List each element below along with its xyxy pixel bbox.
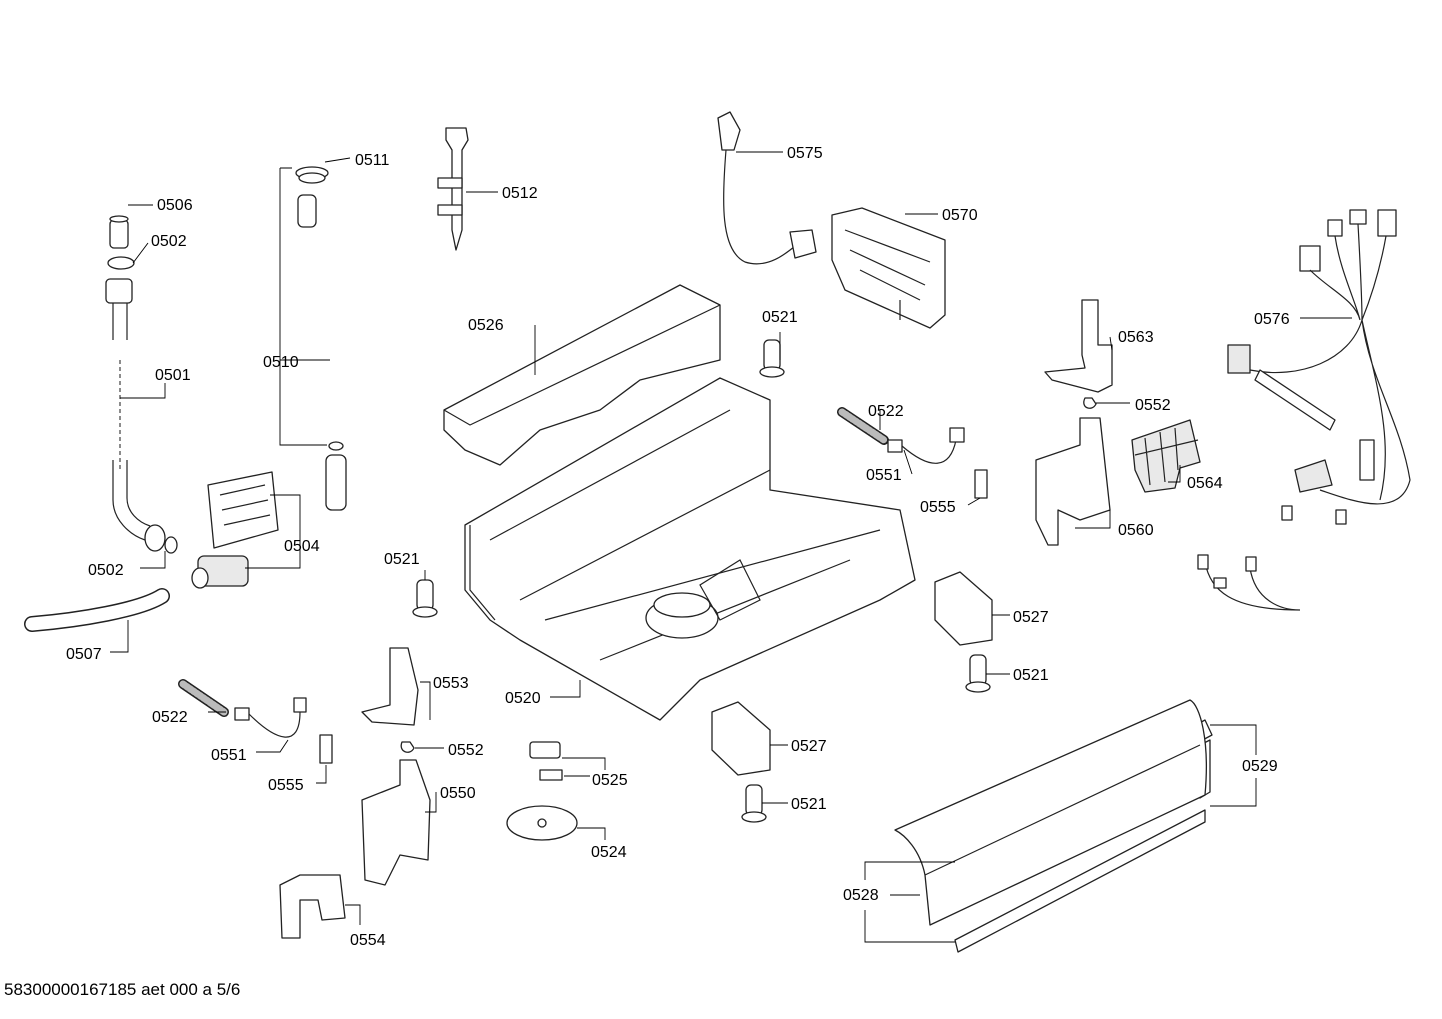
part-0520-base-frame bbox=[464, 377, 916, 721]
part-0521-foot-c bbox=[965, 654, 991, 693]
part-0504-valve bbox=[191, 555, 249, 589]
callout-0554: 0554 bbox=[350, 932, 386, 949]
part-0510-drain-hose bbox=[297, 194, 430, 526]
callout-0510: 0510 bbox=[263, 354, 299, 371]
callout-0560: 0560 bbox=[1118, 522, 1154, 539]
callout-0502-bottom: 0502 bbox=[88, 562, 124, 579]
part-0528-plinth bbox=[894, 699, 1207, 953]
callout-0502-top: 0502 bbox=[151, 233, 187, 250]
part-0527-corner-a bbox=[934, 571, 993, 646]
part-0521-foot-a bbox=[759, 339, 785, 378]
part-0575-power-cord bbox=[717, 111, 817, 265]
part-0525-clip bbox=[539, 769, 563, 781]
callout-0521-right: 0521 bbox=[1013, 667, 1049, 684]
part-0554-cover bbox=[279, 874, 346, 939]
callout-0527-right: 0527 bbox=[1013, 609, 1049, 626]
callout-0501: 0501 bbox=[155, 367, 191, 384]
callout-0504: 0504 bbox=[284, 538, 320, 555]
part-0553-bracket bbox=[361, 647, 419, 726]
callout-0550: 0550 bbox=[440, 785, 476, 802]
part-0564-grid-part bbox=[1131, 419, 1201, 493]
callout-0521-left: 0521 bbox=[384, 551, 420, 568]
callout-0529: 0529 bbox=[1242, 758, 1278, 775]
callout-0551-right: 0551 bbox=[866, 467, 902, 484]
part-0576-wiring-harness bbox=[1197, 209, 1411, 611]
callout-0524: 0524 bbox=[591, 844, 627, 861]
callout-0521-top: 0521 bbox=[762, 309, 798, 326]
part-0552-clip-b bbox=[400, 741, 415, 753]
part-0527-corner-b bbox=[711, 701, 771, 776]
callout-0555-left: 0555 bbox=[268, 777, 304, 794]
callout-0552-left: 0552 bbox=[448, 742, 484, 759]
part-0550-bracket bbox=[361, 759, 431, 886]
callout-0525: 0525 bbox=[592, 772, 628, 789]
callout-0507: 0507 bbox=[66, 646, 102, 663]
callout-0521-bottom: 0521 bbox=[791, 796, 827, 813]
callout-0522-left: 0522 bbox=[152, 709, 188, 726]
part-0563-bracket bbox=[1044, 299, 1113, 393]
part-0512-bracket bbox=[437, 127, 469, 251]
callout-0575: 0575 bbox=[787, 145, 823, 162]
callout-0570: 0570 bbox=[942, 207, 978, 224]
callout-0553: 0553 bbox=[433, 675, 469, 692]
part-0560-hinge bbox=[1035, 417, 1111, 546]
part-0570-control-module bbox=[831, 207, 946, 329]
part-0555-clip-b bbox=[319, 734, 333, 764]
part-0504-plate bbox=[207, 471, 279, 549]
callout-0564: 0564 bbox=[1187, 475, 1223, 492]
part-0511-hose-clip bbox=[295, 166, 329, 184]
callout-0527-bottom: 0527 bbox=[791, 738, 827, 755]
part-0501-inlet-hose bbox=[105, 278, 178, 554]
callout-0551-left: 0551 bbox=[211, 747, 247, 764]
callout-0511: 0511 bbox=[355, 152, 390, 169]
document-footer-id: 58300000167185 aet 000 a 5/6 bbox=[4, 980, 241, 999]
part-0551-sensor-a bbox=[887, 427, 965, 464]
part-0502-washer bbox=[107, 256, 135, 270]
leader-lines bbox=[110, 151, 1352, 943]
part-0555-clip-a bbox=[974, 469, 988, 499]
callout-0522-right: 0522 bbox=[868, 403, 904, 420]
callout-0526: 0526 bbox=[468, 317, 504, 334]
callout-0555-right: 0555 bbox=[920, 499, 956, 516]
part-0551-sensor-b bbox=[234, 697, 307, 738]
callout-0520: 0520 bbox=[505, 690, 541, 707]
callout-0528: 0528 bbox=[843, 887, 879, 904]
part-0525-block bbox=[529, 741, 561, 759]
callout-0512: 0512 bbox=[502, 185, 538, 202]
callout-0506: 0506 bbox=[157, 197, 193, 214]
part-0552-clip-a bbox=[1083, 397, 1097, 409]
callout-0552-right: 0552 bbox=[1135, 397, 1171, 414]
part-0506-cap bbox=[109, 215, 129, 249]
callout-labels: 0511 0512 0575 0570 0506 0502 0501 0510 … bbox=[66, 145, 1290, 949]
part-0521-foot-b bbox=[412, 579, 438, 618]
part-0526-cover bbox=[443, 284, 721, 466]
callout-0576: 0576 bbox=[1254, 311, 1290, 328]
part-0521-foot-d bbox=[741, 784, 767, 823]
callout-0563: 0563 bbox=[1118, 329, 1154, 346]
